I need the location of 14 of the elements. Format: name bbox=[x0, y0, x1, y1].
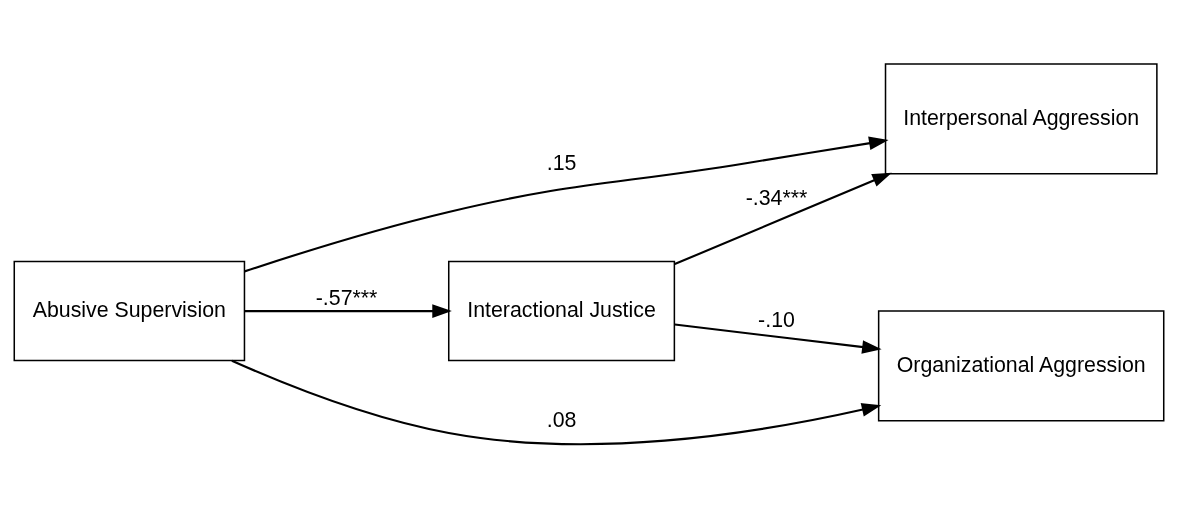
node-box: Interactional Justice bbox=[448, 260, 676, 361]
edge-label: .08 bbox=[546, 407, 577, 432]
node-box: Abusive Supervision bbox=[13, 260, 246, 361]
edge-label: -.10 bbox=[758, 307, 795, 332]
node-box: Organizational Aggression bbox=[877, 309, 1165, 422]
arrow bbox=[244, 135, 889, 272]
edge-label: -.34*** bbox=[745, 185, 808, 210]
arrow bbox=[244, 303, 452, 318]
arrow bbox=[674, 322, 882, 354]
edge-label: .15 bbox=[546, 150, 577, 175]
arrow bbox=[674, 172, 892, 265]
arrow bbox=[231, 359, 882, 445]
edge-label: -.57*** bbox=[315, 285, 378, 310]
node-box: Interpersonal Aggression bbox=[884, 62, 1158, 175]
